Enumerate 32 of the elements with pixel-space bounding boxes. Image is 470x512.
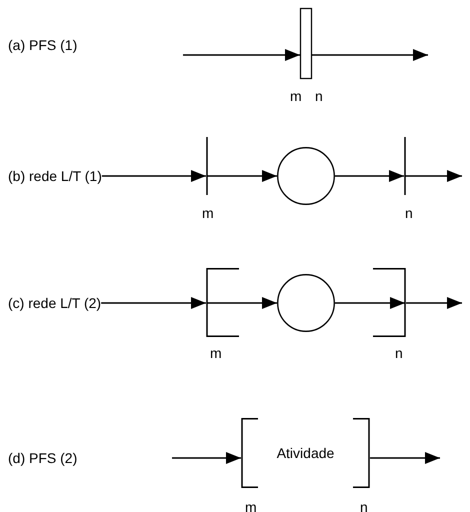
- section-label: (a) PFS (1): [8, 37, 78, 53]
- port-letter: n: [395, 345, 403, 361]
- arrow: [207, 170, 277, 182]
- port-letter: n: [315, 88, 323, 104]
- activity-text: Atividade: [276, 444, 336, 462]
- arrow: [335, 170, 404, 182]
- transition-line: [206, 137, 208, 195]
- arrow: [101, 297, 206, 309]
- place-circle: [277, 147, 335, 205]
- arrow: [102, 170, 206, 182]
- row-label: (b) rede L/T (1): [8, 167, 102, 185]
- port-letter: m: [245, 499, 257, 512]
- transition-bar: [300, 8, 312, 79]
- section-label: (d) PFS (2): [8, 450, 78, 466]
- arrow: [335, 297, 405, 309]
- arrow: [405, 170, 462, 182]
- row-label: (c) rede L/T (2): [8, 294, 102, 312]
- arrow: [183, 49, 300, 61]
- port-letter: m: [290, 88, 302, 104]
- port-letter: n: [405, 205, 413, 221]
- transition-bracket: [373, 268, 406, 337]
- port-letter: m: [210, 345, 222, 361]
- arrow: [406, 297, 462, 309]
- arrow: [207, 297, 277, 309]
- port-letter: n: [360, 499, 368, 512]
- place-circle: [277, 274, 335, 332]
- port-letter: m: [202, 205, 214, 221]
- arrow: [172, 452, 241, 464]
- transition-line: [404, 137, 406, 195]
- transition-bracket: [206, 268, 239, 337]
- arrow: [312, 49, 428, 61]
- arrow: [370, 452, 440, 464]
